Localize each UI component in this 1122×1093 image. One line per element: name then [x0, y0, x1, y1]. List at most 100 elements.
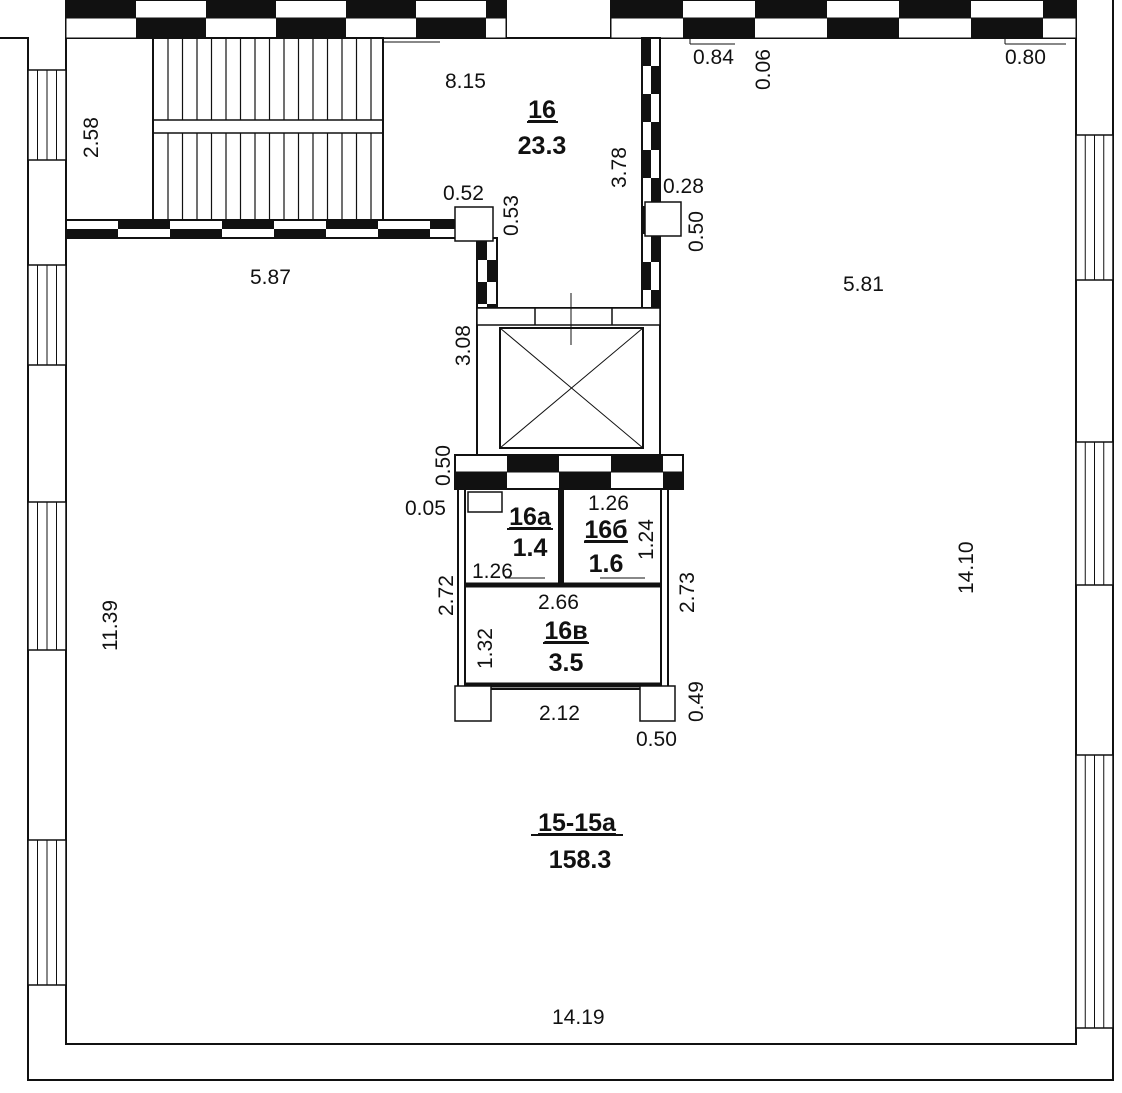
right-windows [1075, 134, 1114, 1029]
dim-2-12: 2.12 [539, 702, 580, 725]
wall-block [507, 455, 559, 472]
room-id: 16а [509, 503, 552, 531]
dim-14-19: 14.19 [552, 1006, 605, 1029]
dim-0-06: 0.06 [752, 49, 775, 90]
left-windows [27, 69, 67, 986]
elevator-bottom-wall [454, 454, 684, 490]
dim-8-15: 8.15 [445, 70, 486, 93]
dim-0-84: 0.84 [693, 46, 734, 69]
wall-block [611, 0, 683, 18]
wall-block [222, 220, 274, 229]
main-room-boundary [65, 37, 1077, 1045]
wall-block [486, 0, 506, 18]
dim-2-58: 2.58 [80, 117, 103, 158]
wall-block [455, 472, 507, 489]
wall-block [642, 38, 651, 66]
wall-block [326, 220, 378, 229]
wall-block [663, 472, 683, 489]
dim-5-81: 5.81 [843, 273, 884, 296]
dim-2-72: 2.72 [435, 575, 458, 616]
room16-right-wall [641, 37, 661, 309]
dim-11-39: 11.39 [99, 600, 122, 651]
dim-1-26-b: 1.26 [472, 560, 513, 583]
wall-block [477, 238, 487, 260]
wall-block [206, 0, 276, 18]
small-rooms-block [457, 488, 669, 690]
column-b [644, 201, 682, 237]
dim-2-73: 2.73 [676, 572, 699, 613]
stair-bottom-wall [65, 219, 457, 239]
wall-block [136, 18, 206, 38]
dim-14-10: 14.10 [955, 541, 978, 594]
wall-block [66, 229, 118, 238]
wall-block [416, 18, 486, 38]
wall-block [170, 229, 222, 238]
room-16v-label: 16в 3.5 [543, 617, 589, 677]
room-area: 23.3 [518, 132, 567, 160]
wall-block [346, 0, 416, 18]
room16-left-wall [476, 237, 498, 309]
wall-block [683, 18, 755, 38]
dim-0-49: 0.49 [685, 681, 708, 722]
room-16-label: 16 23.3 [518, 96, 567, 160]
wall-block [651, 234, 660, 262]
dim-0-52: 0.52 [443, 182, 484, 205]
wall-block [378, 229, 430, 238]
wall-block [611, 455, 663, 472]
dim-0-80: 0.80 [1005, 46, 1046, 69]
wall-block [651, 122, 660, 150]
dim-1-32: 1.32 [474, 628, 497, 669]
wall-block [651, 290, 660, 308]
column-a [454, 206, 494, 242]
wall-block [118, 220, 170, 229]
room-id: 15-15а [538, 809, 617, 837]
wall-block [274, 229, 326, 238]
column-d [639, 685, 676, 722]
staircase [152, 37, 440, 221]
room-area: 1.6 [589, 550, 624, 578]
room-id: 16 [528, 96, 556, 124]
wall-block [66, 0, 136, 18]
wall-block [642, 94, 651, 122]
wall-block [559, 472, 611, 489]
wall-block [971, 18, 1043, 38]
top-wall-left [65, 0, 507, 39]
dim-2-66: 2.66 [538, 591, 579, 614]
room-area: 1.4 [513, 534, 548, 562]
dim-0-28: 0.28 [663, 175, 704, 198]
dim-0-53: 0.53 [500, 195, 523, 236]
dim-5-87: 5.87 [250, 266, 291, 289]
wall-block [651, 66, 660, 94]
dim-3-08: 3.08 [452, 325, 475, 366]
wall-block [827, 18, 899, 38]
wall-block [899, 0, 971, 18]
wall-block [487, 304, 497, 308]
wall-block [487, 260, 497, 282]
wall-block [642, 262, 651, 290]
dim-3-78: 3.78 [608, 147, 631, 188]
dim-0-50-c: 0.50 [636, 728, 677, 751]
room-id: 16в [544, 617, 587, 645]
room-16a-label: 16а 1.4 [507, 503, 553, 562]
dim-1-26-a: 1.26 [588, 492, 629, 515]
dim-0-50-a: 0.50 [685, 211, 708, 252]
elevator-shaft [476, 293, 661, 456]
room-area: 158.3 [549, 846, 612, 874]
dim-0-05: 0.05 [405, 497, 446, 520]
room-16b-label: 16б 1.6 [584, 516, 628, 578]
room-area: 3.5 [549, 649, 584, 677]
column-c [454, 685, 492, 722]
wall-block [755, 0, 827, 18]
wall-block [651, 178, 660, 206]
wall-block [430, 220, 456, 229]
room-id: 16б [584, 516, 627, 544]
wall-block [276, 18, 346, 38]
dim-1-24: 1.24 [635, 519, 658, 560]
dim-0-50-b: 0.50 [432, 445, 455, 486]
wall-block [642, 150, 651, 178]
wall-block [477, 282, 487, 304]
top-wall-right [610, 0, 1077, 39]
room-15-15a-label: 15-15а 158.3 [531, 809, 623, 874]
